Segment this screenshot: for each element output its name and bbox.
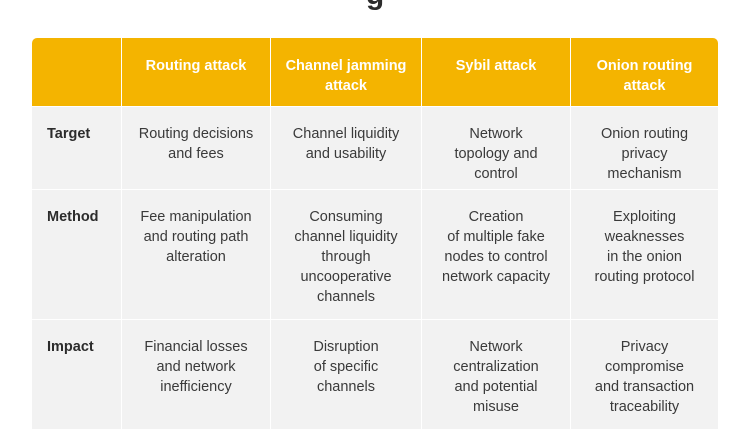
header-corner xyxy=(32,38,122,107)
row-label-impact: Impact xyxy=(32,320,122,430)
attack-comparison-table: Routing attack Channel jamming attack Sy… xyxy=(32,38,718,430)
row-label-method: Method xyxy=(32,190,122,320)
header-channel-jamming-attack: Channel jamming attack xyxy=(271,38,422,107)
table-cell: Fee manipulation and routing path altera… xyxy=(122,190,271,320)
table-cell: Privacy compromise and transaction trace… xyxy=(571,320,718,430)
table-cell: Network centralization and potential mis… xyxy=(422,320,571,430)
table-cell: Channel liquidity and usability xyxy=(271,107,422,190)
header-routing-attack: Routing attack xyxy=(122,38,271,107)
table-cell: Creation of multiple fake nodes to contr… xyxy=(422,190,571,320)
header-onion-routing-attack: Onion routing attack xyxy=(571,38,718,107)
page-title: g xyxy=(0,0,750,12)
table-cell: Consuming channel liquidity through unco… xyxy=(271,190,422,320)
header-sybil-attack: Sybil attack xyxy=(422,38,571,107)
table-cell: Disruption of specific channels xyxy=(271,320,422,430)
table-cell: Exploiting weaknesses in the onion routi… xyxy=(571,190,718,320)
row-label-target: Target xyxy=(32,107,122,190)
table-cell: Network topology and control xyxy=(422,107,571,190)
table-cell: Onion routing privacy mechanism xyxy=(571,107,718,190)
table-cell: Routing decisions and fees xyxy=(122,107,271,190)
table-cell: Financial losses and network inefficienc… xyxy=(122,320,271,430)
